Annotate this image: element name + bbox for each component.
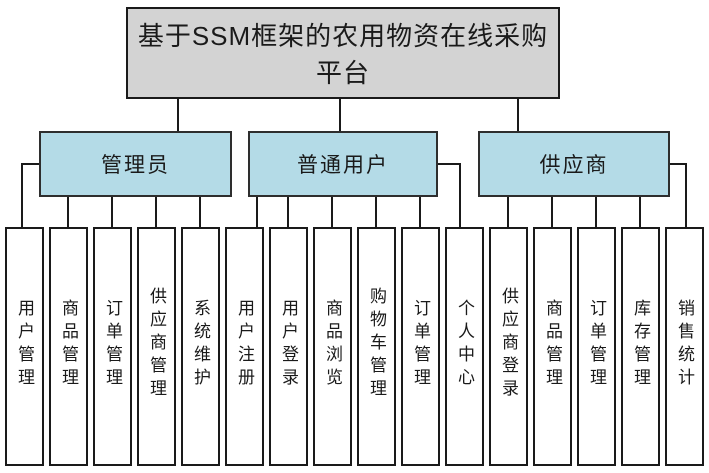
leaf-label: 商品管理 <box>543 298 562 391</box>
leaf-supplier-inventory-management: 库存管理 <box>621 227 660 466</box>
group-box-admin: 管理员 <box>39 131 232 197</box>
leaf-user-registration: 用户注册 <box>225 227 264 466</box>
leaf-user-personal-center: 个人中心 <box>445 227 484 466</box>
leaf-user-order-management: 订单管理 <box>401 227 440 466</box>
group-label-supplier: 供应商 <box>539 154 609 177</box>
leaf-label: 供应商管理 <box>147 287 166 402</box>
leaf-label: 商品管理 <box>59 298 78 391</box>
leaf-label: 订单管理 <box>587 298 606 391</box>
leaf-admin-supplier-management: 供应商管理 <box>137 227 176 466</box>
leaf-user-cart-management: 购物车管理 <box>357 227 396 466</box>
group-label-admin: 管理员 <box>101 154 170 177</box>
leaf-label: 用户登录 <box>279 298 298 391</box>
leaf-user-product-browsing: 商品浏览 <box>313 227 352 466</box>
leaf-label: 订单管理 <box>103 298 122 391</box>
leaf-supplier-order-management: 订单管理 <box>577 227 616 466</box>
group-label-regular-user: 普通用户 <box>297 154 389 177</box>
leaf-supplier-sales-statistics: 销售统计 <box>665 227 704 466</box>
group-box-regular-user: 普通用户 <box>248 131 438 197</box>
leaf-user-login: 用户登录 <box>269 227 308 466</box>
leaf-label: 用户注册 <box>235 298 254 391</box>
leaf-label: 用户管理 <box>15 298 34 391</box>
leaf-admin-system-maintenance: 系统维护 <box>181 227 220 466</box>
leaf-label: 供应商登录 <box>499 287 518 402</box>
leaf-supplier-product-management: 商品管理 <box>533 227 572 466</box>
leaf-label: 购物车管理 <box>367 287 386 402</box>
leaf-label: 系统维护 <box>191 298 210 391</box>
leaf-admin-order-management: 订单管理 <box>93 227 132 466</box>
leaf-admin-product-management: 商品管理 <box>49 227 88 466</box>
root-box: 基于SSM框架的农用物资在线采购平台 <box>126 7 560 99</box>
leaf-admin-user-management: 用户管理 <box>5 227 44 466</box>
leaf-supplier-login: 供应商登录 <box>489 227 528 466</box>
leaf-label: 订单管理 <box>411 298 430 391</box>
root-title: 基于SSM框架的农用物资在线采购平台 <box>137 21 549 88</box>
group-box-supplier: 供应商 <box>478 131 670 197</box>
leaf-label: 库存管理 <box>631 298 650 391</box>
leaf-label: 销售统计 <box>675 298 694 391</box>
leaf-label: 商品浏览 <box>323 298 342 391</box>
leaf-label: 个人中心 <box>455 298 474 391</box>
